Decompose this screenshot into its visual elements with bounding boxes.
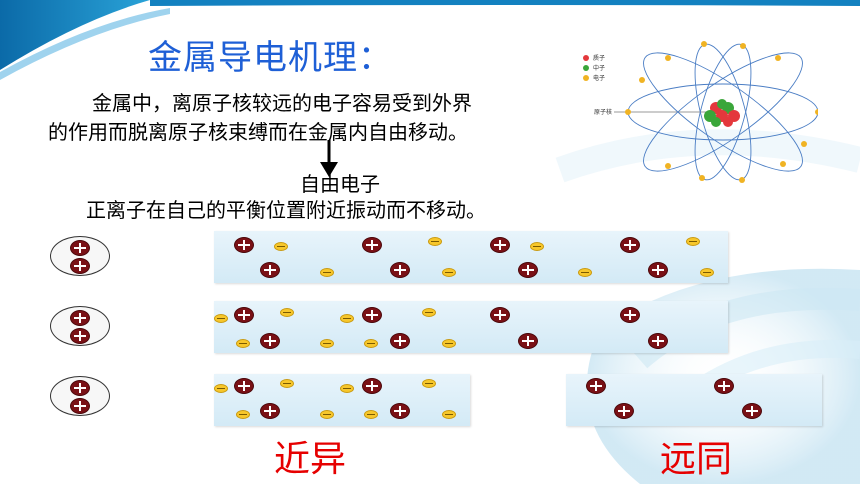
positive-ion-icon (234, 307, 254, 323)
positive-ion-icon (648, 262, 668, 278)
positive-ion-icon (70, 310, 90, 326)
metal-lattice-strip-2 (214, 301, 728, 353)
electron-icon (236, 339, 250, 348)
positive-ion-icon (70, 258, 90, 274)
electron-icon (578, 268, 592, 277)
page-title: 金属导电机理： (148, 38, 393, 78)
orbit-electrons (625, 41, 818, 183)
atom-structure-diagram: 质子 中子 电子 原子核 (583, 41, 818, 183)
electron-icon (442, 268, 456, 277)
electron-icon (236, 410, 250, 419)
electron-icon (280, 308, 294, 317)
near-opposite-label: 近异 (274, 439, 347, 480)
positive-ion-icon (260, 262, 280, 278)
positive-ion-icon (742, 403, 762, 419)
positive-ion-icon (260, 403, 280, 419)
positive-ion-icon (390, 333, 410, 349)
positive-ion-icon (620, 237, 640, 253)
legend-proton: 质子 (593, 54, 605, 62)
positive-ion-icon (362, 307, 382, 323)
electron-icon (364, 410, 378, 419)
electron-icon (320, 339, 334, 348)
positive-ion-icon (260, 333, 280, 349)
electron-icon (340, 314, 354, 323)
electron-icon (274, 242, 288, 251)
positive-ion-icon (234, 378, 254, 394)
legend-electron: 电子 (593, 74, 605, 82)
electron-icon (320, 268, 334, 277)
positive-ion-icon (70, 380, 90, 396)
electron-icon (442, 339, 456, 348)
electron-legend-dot (583, 75, 589, 81)
far-same-label: 远同 (660, 439, 733, 480)
paragraph-line-3: 正离子在自己的平衡位置附近振动而不移动。 (86, 198, 486, 222)
positive-ion-icon (234, 237, 254, 253)
electron-icon (340, 384, 354, 393)
positive-ion-icon (390, 262, 410, 278)
nucleus (704, 99, 740, 127)
proton-legend-dot (583, 55, 589, 61)
positive-ion-icon (714, 378, 734, 394)
electron-icon (280, 379, 294, 388)
electron-icon (700, 268, 714, 277)
positive-ion-icon (70, 398, 90, 414)
positive-ion-icon (518, 262, 538, 278)
electron-icon (214, 314, 228, 323)
electron-icon (214, 384, 228, 393)
electron-icon (428, 237, 442, 246)
electron-icon (364, 339, 378, 348)
nucleus-label: 原子核 (594, 108, 612, 116)
positive-ion-icon (648, 333, 668, 349)
metal-lattice-strip-3-right (566, 374, 822, 426)
positive-ion-icon (362, 237, 382, 253)
positive-ion-icon (518, 333, 538, 349)
electron-icon (442, 410, 456, 419)
electron-icon (422, 379, 436, 388)
positive-ion-icon (390, 403, 410, 419)
positive-ion-icon (70, 328, 90, 344)
electron-icon (320, 410, 334, 419)
electron-icon (422, 308, 436, 317)
down-arrow-icon (320, 140, 338, 177)
positive-ion-icon (490, 307, 510, 323)
legend-neutron: 中子 (593, 64, 605, 72)
positive-ion-icon (614, 403, 634, 419)
positive-ion-icon (490, 237, 510, 253)
paragraph-line-2: 的作用而脱离原子核束缚而在金属内自由移动。 (48, 120, 468, 144)
electron-icon (530, 242, 544, 251)
positive-ion-icon (620, 307, 640, 323)
positive-ion-icon (70, 240, 90, 256)
free-electron-label: 自由电子 (300, 172, 380, 196)
paragraph-line-1: 金属中，离原子核较远的电子容易受到外界 (92, 91, 472, 115)
neutron-legend-dot (583, 65, 589, 71)
metal-lattice-strip-1 (214, 231, 728, 283)
positive-ion-icon (362, 378, 382, 394)
positive-ion-icon (586, 378, 606, 394)
electron-icon (686, 237, 700, 246)
